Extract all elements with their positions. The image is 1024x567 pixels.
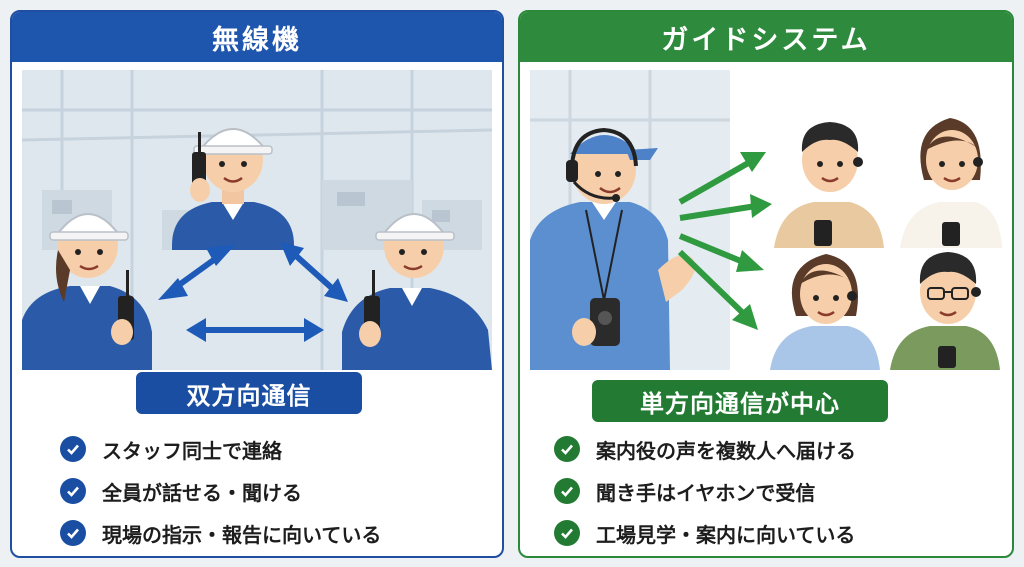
transmitter-icon bbox=[590, 298, 620, 346]
check-circle-icon bbox=[554, 436, 580, 462]
walkie-talkie-feature-list: スタッフ同士で連絡 全員が話せる・聞ける 現場の指示・報告に向いている bbox=[60, 428, 381, 554]
guide-system-scene bbox=[530, 70, 1002, 370]
check-circle-icon bbox=[60, 478, 86, 504]
earbud-icon bbox=[847, 291, 857, 301]
list-item: 全員が話せる・聞ける bbox=[60, 470, 381, 512]
two-way-arrows bbox=[158, 242, 348, 342]
check-circle-icon bbox=[60, 436, 86, 462]
list-item: 案内役の声を複数人へ届ける bbox=[554, 428, 856, 470]
badge-two-way: 双方向通信 bbox=[136, 372, 362, 414]
worker-top bbox=[172, 128, 294, 250]
guide-system-illustration bbox=[530, 70, 1002, 370]
earbud-icon bbox=[973, 157, 983, 167]
check-circle-icon bbox=[554, 478, 580, 504]
check-circle-icon bbox=[554, 520, 580, 546]
listener-3 bbox=[770, 254, 880, 370]
guide-person bbox=[530, 127, 696, 370]
list-item: 工場見学・案内に向いている bbox=[554, 512, 856, 554]
listener-4 bbox=[890, 252, 1000, 370]
panel-title-walkie-talkie: 無線機 bbox=[12, 12, 502, 62]
check-circle-icon bbox=[60, 520, 86, 546]
badge-one-way: 単方向通信が中心 bbox=[592, 380, 888, 422]
list-item-text: 工場見学・案内に向いている bbox=[596, 522, 856, 547]
listener-2 bbox=[900, 118, 1002, 248]
guide-system-feature-list: 案内役の声を複数人へ届ける 聞き手はイヤホンで受信 工場見学・案内に向いている bbox=[554, 428, 856, 554]
list-item: 現場の指示・報告に向いている bbox=[60, 512, 381, 554]
worker-left bbox=[22, 213, 152, 370]
listener-1 bbox=[774, 122, 884, 248]
headset-icon bbox=[566, 127, 638, 202]
worker-right bbox=[342, 213, 492, 370]
walkie-talkie-panel: 無線機 bbox=[10, 10, 504, 558]
list-item: 聞き手はイヤホンで受信 bbox=[554, 470, 856, 512]
receiver-icon bbox=[814, 220, 832, 246]
receiver-icon bbox=[938, 346, 956, 368]
receiver-icon bbox=[942, 222, 960, 246]
panel-title-guide-system: ガイドシステム bbox=[520, 12, 1012, 62]
one-way-arrows bbox=[677, 152, 772, 330]
list-item-text: 聞き手はイヤホンで受信 bbox=[596, 480, 816, 505]
list-item-text: 全員が話せる・聞ける bbox=[102, 480, 302, 505]
walkie-talkie-scene bbox=[22, 70, 492, 370]
list-item: スタッフ同士で連絡 bbox=[60, 428, 381, 470]
walkie-talkie-illustration bbox=[22, 70, 492, 370]
list-item-text: 案内役の声を複数人へ届ける bbox=[596, 438, 856, 463]
earbud-icon bbox=[853, 157, 863, 167]
guide-system-panel: ガイドシステム bbox=[518, 10, 1014, 558]
list-item-text: 現場の指示・報告に向いている bbox=[102, 522, 382, 547]
list-item-text: スタッフ同士で連絡 bbox=[102, 438, 282, 463]
earbud-icon bbox=[971, 287, 981, 297]
